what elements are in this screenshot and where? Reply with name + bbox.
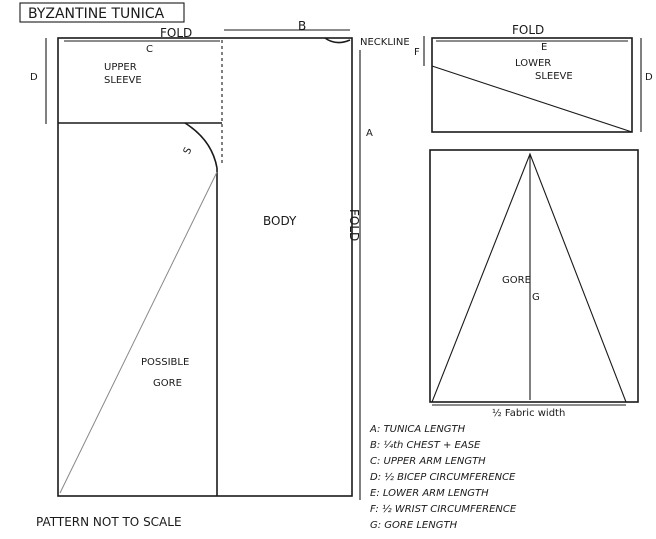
neckline-curve	[324, 37, 351, 44]
curve-mark: S	[182, 146, 195, 156]
key-item-f: F: ½ WRIST CIRCUMFERENCE	[370, 503, 517, 515]
key-item-d: D: ½ BICEP CIRCUMFERENCE	[370, 471, 516, 483]
fold-side-label: FOLD	[347, 209, 361, 241]
key-item-a: A: TUNICA LENGTH	[369, 424, 466, 435]
label-c: C	[146, 44, 153, 55]
key-item-e: E: LOWER ARM LENGTH	[370, 488, 489, 499]
lower-sleeve-label-line2: SLEEVE	[535, 71, 573, 82]
lower-sleeve-diagonal	[431, 65, 633, 133]
label-f: F	[414, 47, 420, 58]
gore-triangle	[431, 152, 627, 403]
key-item-b: B: ¼th CHEST + EASE	[370, 439, 481, 451]
body-label: BODY	[263, 214, 297, 228]
neckline-label: NECKLINE	[360, 37, 410, 48]
gore-outline	[429, 149, 639, 403]
label-d: D	[30, 72, 38, 83]
possible-gore-line	[59, 171, 218, 494]
gore-label: GORE	[502, 275, 531, 286]
key-item-g: G: GORE LENGTH	[370, 520, 458, 531]
lower-sleeve-outline	[431, 37, 633, 133]
diagram-title: BYZANTINE TUNICA	[28, 6, 165, 22]
lower-label-d: D	[645, 72, 653, 83]
fabric-width-label: ½ Fabric width	[492, 407, 565, 419]
label-e: E	[541, 42, 547, 53]
upper-sleeve-label-line2: SLEEVE	[104, 75, 142, 86]
fold-top-label: FOLD	[160, 26, 192, 40]
possible-gore-label-line1: POSSIBLE	[141, 357, 189, 368]
possible-gore-label-line2: GORE	[153, 378, 182, 389]
lower-sleeve-fold-label: FOLD	[512, 23, 544, 37]
title-box	[19, 2, 185, 23]
main-panel-outline	[57, 37, 353, 497]
label-b: B	[298, 19, 306, 33]
upper-sleeve-label-line1: UPPER	[104, 62, 137, 73]
lower-sleeve-label-line1: LOWER	[515, 58, 551, 69]
underarm-curve	[184, 122, 218, 169]
dimension-key: A: TUNICA LENGTH B: ¼th CHEST + EASE C: …	[369, 424, 517, 531]
label-g: G	[532, 292, 540, 303]
key-item-c: C: UPPER ARM LENGTH	[370, 456, 486, 467]
pattern-note: PATTERN NOT TO SCALE	[36, 515, 182, 529]
label-a: A	[366, 128, 373, 139]
